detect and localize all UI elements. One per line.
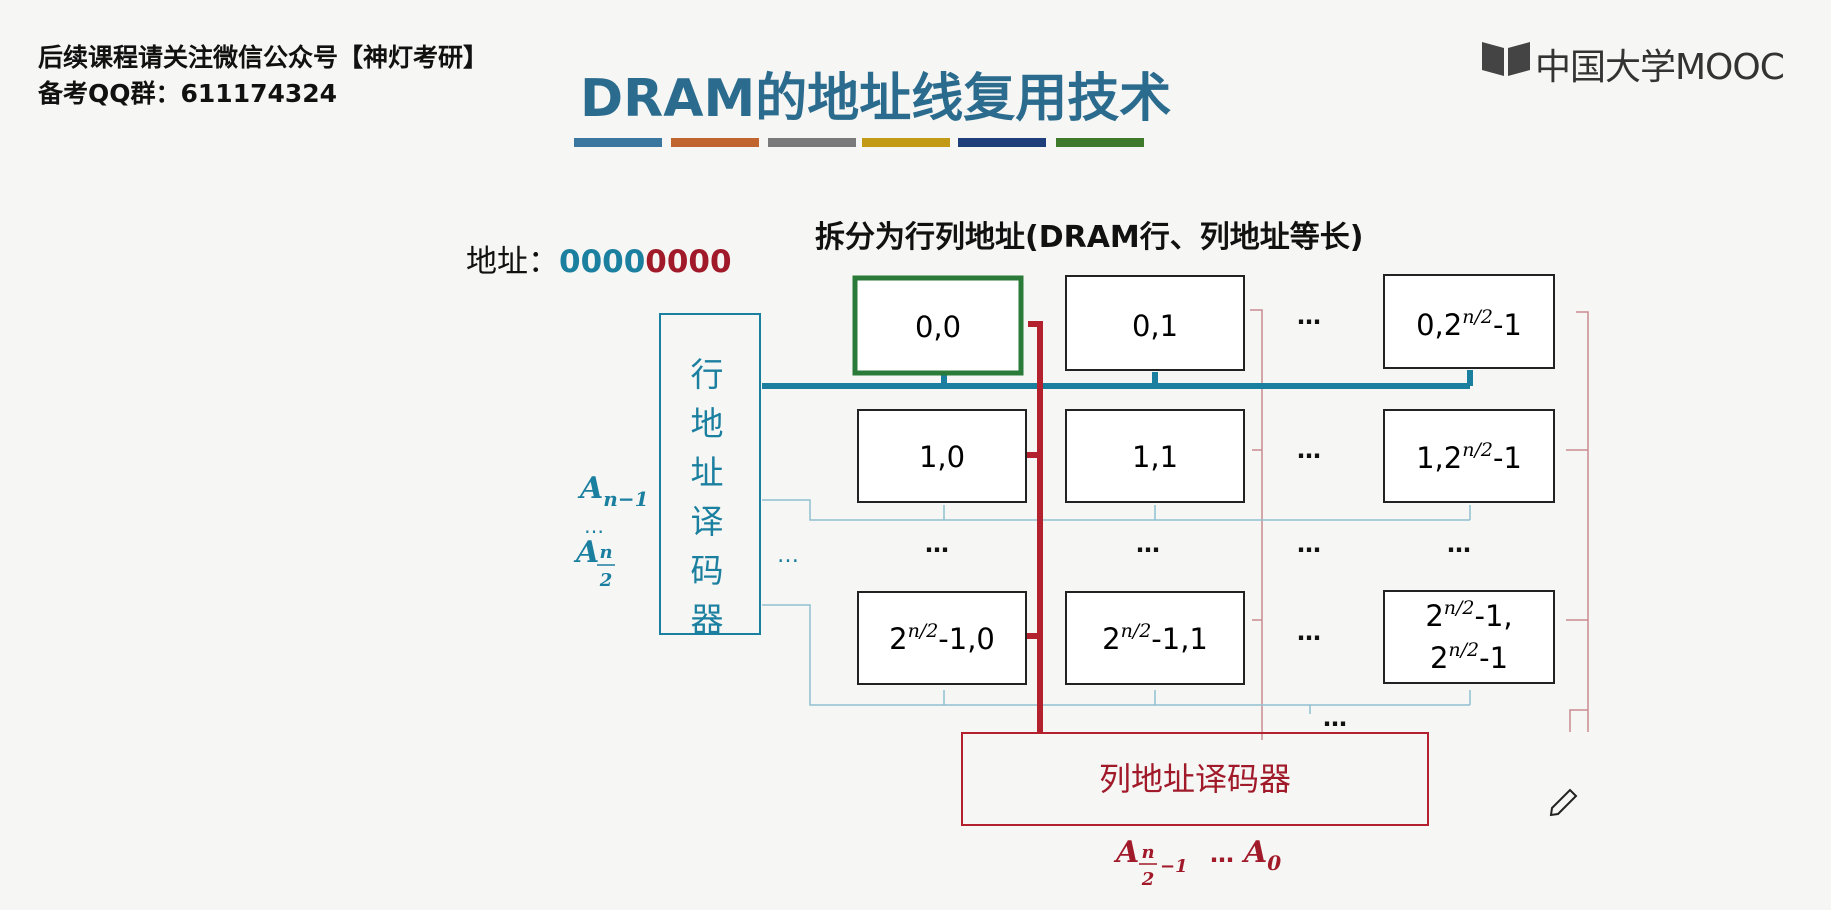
diagram-subtitle: 拆分为行列地址(DRAM行、列地址等长) — [815, 220, 1364, 255]
pencil-icon[interactable] — [1549, 788, 1578, 817]
cell-n-n-label-line1: 2n/2-1, — [1425, 597, 1512, 633]
column-feed-lines — [1250, 309, 1589, 740]
cell-n-0-label: 2n/2-1,0 — [889, 620, 995, 656]
cell-0-0 — [852, 275, 1024, 376]
cell-n-0 — [857, 591, 1027, 685]
svg-text:n: n — [1141, 842, 1154, 863]
svg-text:2: 2 — [1141, 869, 1155, 890]
title-stripe-1 — [574, 138, 662, 147]
row-decoder-box — [659, 313, 761, 635]
svg-text:…: … — [584, 514, 604, 538]
cell-0-n-label: 0,2n/2-1 — [1416, 306, 1522, 342]
ellipsis-col1: … — [1136, 530, 1160, 558]
cell-0-0-label: 0,0 — [915, 310, 961, 344]
address-label: 地址： — [466, 244, 559, 280]
cell-n-1 — [1065, 591, 1245, 685]
ellipsis-coln: … — [1447, 530, 1471, 558]
svg-text:−1: −1 — [1160, 856, 1188, 877]
ellipsis-row1: … — [1297, 436, 1321, 464]
title-stripe-5 — [958, 138, 1046, 147]
watermark-line-2: 备考QQ群：611174324 — [38, 79, 338, 108]
cell-1-n-label: 1,2n/2-1 — [1416, 439, 1522, 475]
cell-n-n-label-line2: 2n/2-1 — [1430, 639, 1508, 675]
svg-text:A0: A0 — [1241, 835, 1281, 875]
column-address-label: A n 2 −1 … A0 — [1113, 835, 1281, 890]
column-decoder-label: 列地址译码器 — [1099, 760, 1291, 798]
slide-title: DRAM的地址线复用技术 — [580, 69, 1172, 129]
title-stripe-4 — [862, 138, 950, 147]
cell-1-0 — [857, 409, 1027, 503]
svg-text:n: n — [599, 542, 612, 563]
mooc-logo-text: 中国大学MOOC — [1535, 47, 1785, 88]
watermark-line-1: 后续课程请关注微信公众号【神灯考研】 — [38, 43, 489, 72]
svg-text:2: 2 — [599, 570, 613, 591]
svg-text:A: A — [573, 535, 599, 570]
address-high-bits: 0000 — [559, 244, 646, 280]
ellipsis-row0: … — [1297, 302, 1321, 330]
cell-1-1 — [1065, 409, 1245, 503]
ellipsis-mid: … — [1297, 530, 1321, 558]
cell-0-n — [1383, 274, 1555, 369]
cell-0-1 — [1065, 275, 1245, 371]
ellipsis-col0: … — [925, 530, 949, 558]
cell-0-1-label: 0,1 — [1132, 309, 1178, 343]
cell-1-1-label: 1,1 — [1132, 440, 1178, 474]
ellipsis-rown: … — [1297, 618, 1321, 646]
cell-n-1-label: 2n/2-1,1 — [1102, 620, 1208, 656]
ellipsis-column-lines: … — [1323, 704, 1347, 732]
address-display: 地址：00000000 — [466, 236, 732, 281]
title-stripe-3 — [768, 138, 856, 147]
address-low-bits: 0000 — [645, 244, 732, 280]
column-decoder-box — [961, 732, 1429, 826]
svg-text:An−1: An−1 — [577, 471, 649, 511]
svg-text:A: A — [1113, 835, 1139, 870]
row-decoder-label: 行地址译码器 — [690, 355, 724, 639]
cell-1-0-label: 1,0 — [919, 440, 965, 474]
svg-text:…: … — [1210, 840, 1234, 868]
ellipsis-row-lines: … — [777, 543, 799, 568]
cell-1-n — [1383, 409, 1555, 503]
selected-column-line — [1026, 321, 1043, 734]
title-stripe-6 — [1056, 138, 1144, 147]
cell-n-n — [1383, 590, 1555, 684]
row-lines — [762, 499, 1471, 714]
row-address-label: An−1 … A n 2 — [573, 471, 649, 591]
title-stripe-2 — [671, 138, 759, 147]
mooc-book-icon — [1480, 36, 1532, 84]
